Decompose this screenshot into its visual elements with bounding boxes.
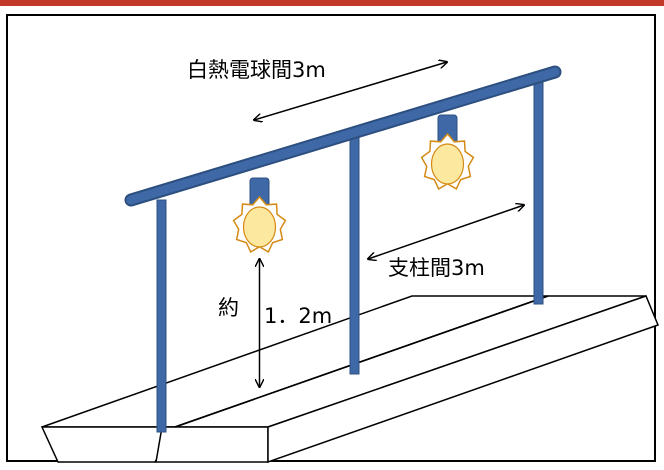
raised-bed-end-right xyxy=(155,426,269,463)
support-post-back xyxy=(533,71,544,305)
raised-bed-furrow xyxy=(174,295,549,428)
raised-bed-end-left xyxy=(40,426,177,463)
incandescent-bulb-icon xyxy=(232,177,287,253)
incandescent-bulb-icon xyxy=(420,114,475,190)
bulb-spacing-arrow-icon xyxy=(254,62,447,120)
raised-bed xyxy=(40,295,659,464)
support-post-front xyxy=(156,199,167,433)
header-band xyxy=(0,0,664,6)
bulb-spacing-label: 白熱電球間3m xyxy=(187,58,326,82)
post-spacing-label: 支柱間3m xyxy=(388,256,485,280)
bulb-glass xyxy=(242,206,277,248)
top-pipe xyxy=(124,65,562,207)
bulb-glass xyxy=(430,143,465,185)
post-spacing-arrow-icon xyxy=(368,205,524,259)
support-post-middle xyxy=(349,137,360,375)
raised-bed-side-right xyxy=(267,295,659,464)
height-prefix-label: 約 xyxy=(218,296,239,320)
support-posts xyxy=(156,71,544,433)
height-value-label: 1．2m xyxy=(264,304,333,328)
diagram-frame xyxy=(6,14,656,462)
